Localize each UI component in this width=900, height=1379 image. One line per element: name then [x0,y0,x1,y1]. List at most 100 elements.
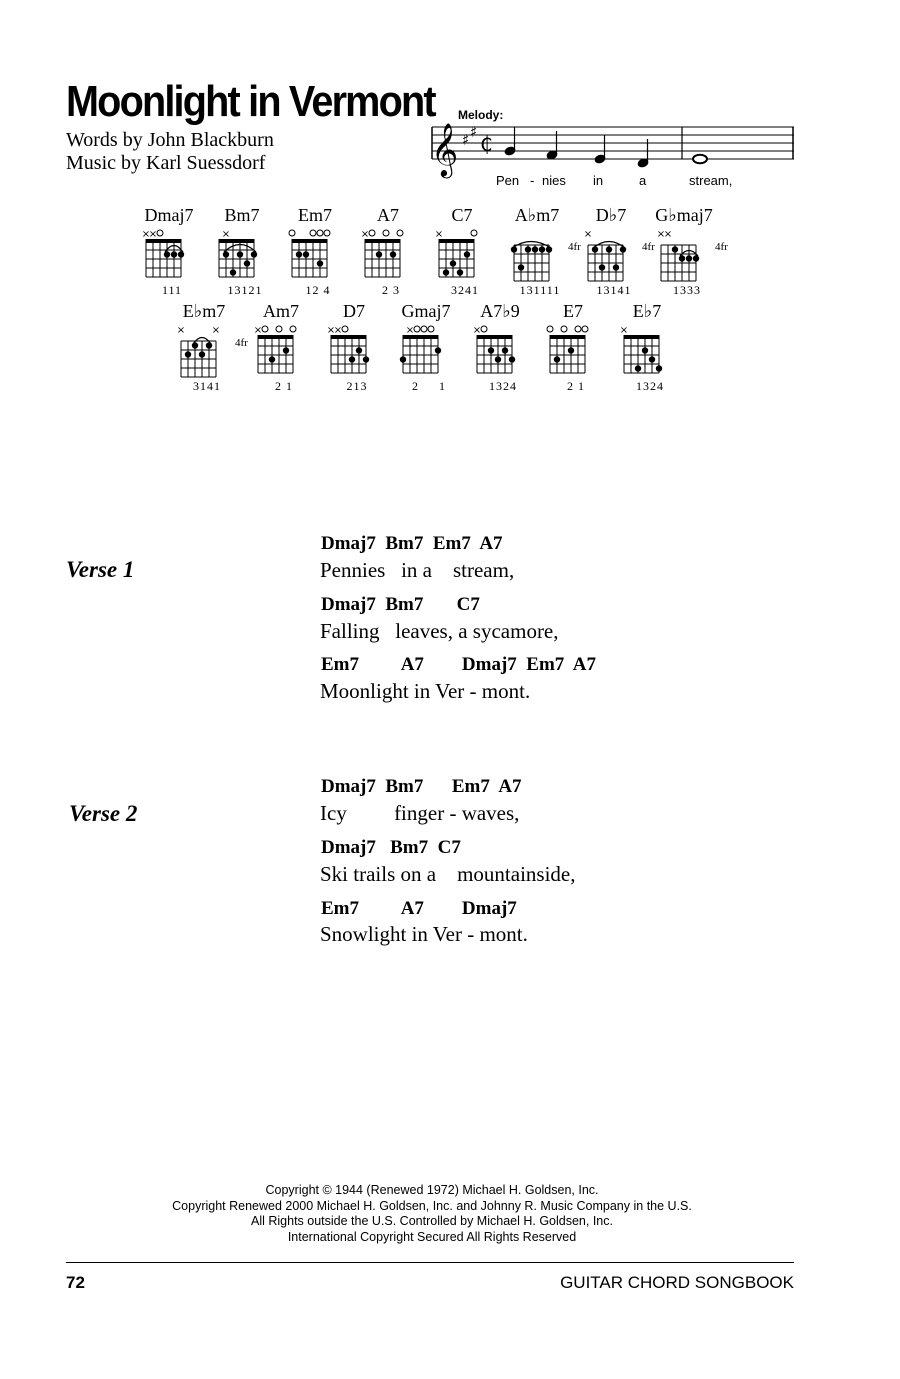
chord-name: D♭7 [595,205,627,225]
chord-name: A♭m7 [514,205,560,225]
melody-syllable: in [593,173,603,188]
chord-name: Bm7 [224,205,260,225]
chord-diagram: A♭m7 4fr 131111 [507,205,597,305]
svg-text:×: × [334,325,342,336]
melody-syllable: a [639,173,647,188]
page-number: 72 [66,1273,85,1292]
chord-grid-icon [510,240,553,282]
chord-name: Gmaj7 [401,301,451,321]
melody-hyphen: - [530,173,534,188]
chord-line: Em7 A7 Dmaj7 Em7 A7 [321,654,596,675]
chord-diagram: D♭7 × 4fr 13141 [581,205,671,305]
chord-fingering: 1333 [673,283,701,297]
chord-diagram: E♭m7 × × 4fr 3141 [174,301,264,401]
fret-position-label: 4fr [642,241,655,253]
chord-line: Dmaj7 Bm7 C7 [321,837,461,858]
lyric-line: Pennies in a stream, [320,558,515,582]
svg-text:♯: ♯ [470,123,477,141]
copyright-notice: Copyright © 1944 (Renewed 1972) Michael … [132,1183,732,1245]
melody-label: Melody: [458,108,504,122]
chord-fingering: 2 3 [382,283,400,297]
svg-text:×: × [212,325,220,336]
chord-name: Am7 [263,301,299,321]
chord-fingering: 2 1 [275,379,293,393]
chord-fingering: 1324 [636,379,664,393]
music-credit: Music by Karl Suessdorf [66,152,266,174]
chord-name: C7 [451,205,473,225]
chord-grid-icon: × [399,325,442,374]
svg-text:×: × [406,325,414,336]
melody-staff: 𝄞 ♯ ♯ ₵ Pen - nies in a stream, [431,122,794,188]
chord-name: Dmaj7 [144,205,194,225]
chord-fingering: 111 [161,283,183,297]
chord-fingering: 13141 [596,283,632,297]
svg-text:×: × [149,229,157,240]
chord-diagram: Dmaj7 × × 111 [139,205,229,305]
svg-text:×: × [435,229,443,240]
chord-grid-icon: × [218,229,258,278]
lyric-line: Snowlight in Ver - mont. [320,922,528,946]
chord-grid-icon: × × [142,229,185,278]
chord-grid-icon: × [435,229,478,278]
svg-text:×: × [327,325,335,336]
melody-notes [504,127,708,168]
svg-text:×: × [254,325,262,336]
svg-text:×: × [361,229,369,240]
chord-name: A7♭9 [480,301,520,321]
chord-grid-icon [288,229,331,278]
chord-diagram: C7 × 3241 [432,205,522,305]
chord-diagram: E♭7 × 1324 [617,301,707,401]
chord-grid-icon: × × [657,229,700,282]
chord-grid-icon: × × [327,325,370,374]
chord-name: E♭m7 [182,301,226,321]
chord-diagram: Am7 × 2 1 [251,301,341,401]
melody-lyrics: Pen - nies in a stream, [496,173,732,188]
chord-fingering: 1324 [489,379,517,393]
svg-text:×: × [222,229,230,240]
footer-divider [66,1262,794,1263]
chord-line: Dmaj7 Bm7 C7 [321,594,480,615]
chord-name: A7 [377,205,399,225]
copyright-line: International Copyright Secured All Righ… [287,1229,577,1244]
chord-diagram: E7 2 1 [543,301,633,401]
song-title: Moonlight in Vermont [66,77,437,126]
verse-2-label: Verse 2 [69,801,138,826]
melody-syllable: nies [542,173,566,188]
fret-position-label: 4fr [235,337,248,349]
cut-time-icon: ₵ [480,132,493,156]
chord-grid-icon: × [473,325,516,374]
chord-diagram: Bm7 × 13121 [212,205,302,305]
chord-grid-icon: × [361,229,404,278]
verse-1-label: Verse 1 [66,557,135,582]
chord-diagram: A7♭9 × 1324 [470,301,560,401]
treble-clef-icon: 𝄞 [431,122,458,178]
lyric-line: Moonlight in Ver - mont. [320,679,531,703]
svg-text:×: × [584,229,592,240]
chord-name: D7 [343,301,365,321]
melody-syllable: Pen [496,173,519,188]
fret-position-label: 4fr [715,241,728,253]
svg-text:×: × [620,325,628,336]
lyric-line: Icy finger - waves, [320,801,520,825]
chord-line: Dmaj7 Bm7 Em7 A7 [321,533,503,554]
chord-name: Em7 [298,205,332,225]
svg-text:×: × [664,229,672,240]
chord-fingering: 3141 [193,379,221,393]
copyright-line: All Rights outside the U.S. Controlled b… [251,1214,613,1228]
svg-text:×: × [473,325,481,336]
chord-fingering: 12 4 [305,283,331,297]
chord-fingering: 13121 [227,283,263,297]
chord-fingering: 3241 [451,283,479,297]
chord-diagram: A7 × 2 3 [358,205,448,305]
fret-position-label: 4fr [568,241,581,253]
chord-diagram: D7 × × 213 [324,301,414,401]
key-signature-sharps: ♯ [462,131,469,149]
chord-line: Em7 A7 Dmaj7 [321,898,517,919]
chord-grid-icon: × [584,229,627,282]
chord-grid-icon: × [254,325,297,374]
chord-line: Dmaj7 Bm7 Em7 A7 [321,776,522,797]
book-title: GUITAR CHORD SONGBOOK [560,1273,794,1292]
chord-fingering: 131111 [519,283,561,297]
chord-name: E7 [563,301,583,321]
